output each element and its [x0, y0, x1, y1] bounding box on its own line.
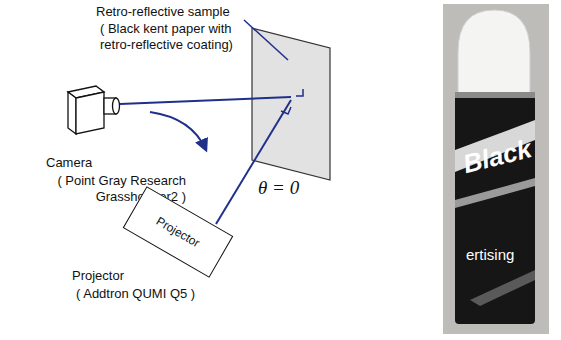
light-path	[216, 100, 291, 224]
angle-label: θ = 0	[258, 176, 299, 199]
part-name: Projector	[72, 268, 124, 284]
leader-line	[244, 20, 288, 60]
angle-mark	[281, 107, 291, 114]
part-name: Retro-reflective sample	[96, 4, 230, 20]
angle-mark	[296, 89, 303, 96]
spray-can-photo	[443, 4, 549, 334]
node-label: Projector	[153, 213, 202, 250]
rotation-arrow	[150, 112, 206, 150]
part-note: ( Addtron QUMI Q5 )	[76, 286, 195, 302]
camera-icon	[68, 86, 120, 134]
part-name: Camera	[46, 155, 92, 171]
light-path	[120, 97, 291, 104]
can-print: ertising	[466, 246, 514, 264]
part-note: ( Black kent paper with retro-reflective…	[100, 21, 265, 53]
sample-sheet	[252, 28, 330, 180]
